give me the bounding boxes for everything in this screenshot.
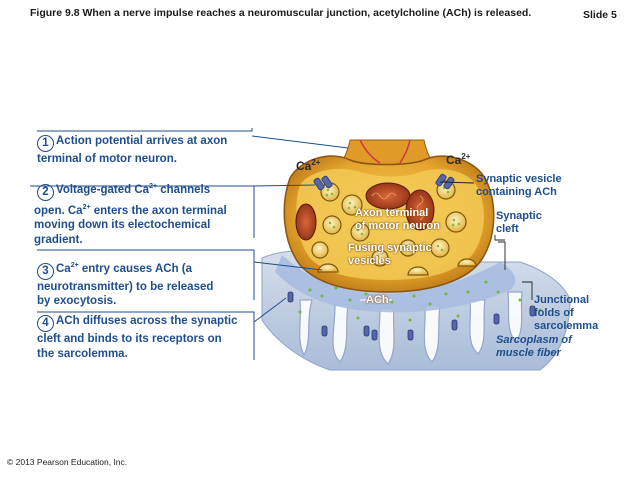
label-axon-terminal-1: Axon terminal	[355, 207, 429, 219]
ca-left-text: Ca	[296, 159, 312, 173]
step-2-sup-2: 2+	[82, 203, 91, 211]
step-3-pre: Ca	[56, 262, 71, 275]
calcium-channels	[313, 173, 455, 191]
step-2-line-3: moving down its electochemical	[34, 219, 211, 232]
step-number-1: 1	[37, 135, 54, 152]
step-number-2: 2	[37, 183, 54, 201]
label-fusing-1: Fusing synaptic	[348, 242, 432, 254]
label-synaptic-vesicle-1: Synaptic vesicle	[476, 173, 562, 185]
step-2-line-2b: enters the axon terminal	[90, 204, 227, 217]
label-synaptic-cleft-2: cleft	[496, 223, 519, 235]
ach-receptors	[287, 291, 536, 341]
label-synaptic-cleft: Synaptic cleft	[496, 210, 542, 236]
step-2-pre: Voltage-gated Ca	[56, 183, 150, 196]
step-2-line-2a: open. Ca	[34, 204, 83, 217]
step-4-line-1: ACh diffuses across the synaptic	[56, 315, 238, 327]
label-junctional-2: folds of	[534, 307, 574, 319]
leader-lines	[30, 128, 349, 360]
synaptic-cleft-fluid	[275, 255, 516, 313]
label-fusing-2: vesicles	[348, 255, 391, 267]
step-1-line-1: Action potential arrives at axon	[56, 135, 228, 147]
step-3-line-3: by exocytosis.	[37, 295, 117, 308]
step-1-line-2: terminal of motor neuron.	[37, 153, 177, 165]
label-junctional-folds: Junctional folds of sarcolemma	[534, 294, 598, 333]
step-2-post: channels	[157, 183, 211, 196]
label-axon-terminal: Axon terminal of motor neuron	[355, 207, 440, 233]
step-2-line-4: gradient.	[34, 233, 83, 246]
synaptic-vesicles	[311, 180, 467, 267]
step-4-line-3: the sarcolemma.	[37, 347, 128, 360]
step-3-post: entry causes ACh (a	[78, 262, 193, 275]
ca-label-left: Ca2+	[296, 158, 320, 173]
label-axon-terminal-2: of motor neuron	[355, 220, 440, 232]
impulse-arrows	[359, 139, 411, 164]
slide-label: Slide 5	[583, 9, 617, 21]
fusing-vesicles	[317, 258, 477, 276]
step-number-4: 4	[37, 315, 54, 332]
mitochondrion	[405, 189, 435, 231]
step-2-sup: 2+	[149, 183, 158, 190]
label-synaptic-vesicle-2: containing ACh	[476, 186, 557, 198]
released-ach	[298, 280, 542, 322]
ca-label-right: Ca2+	[446, 152, 470, 167]
junctional-folds	[299, 291, 523, 365]
label-sarcoplasm: Sarcoplasm of muscle fiber	[496, 334, 572, 360]
mitochondrion	[295, 203, 317, 241]
label-junctional-3: sarcolemma	[534, 320, 599, 332]
ca-left-sup: 2+	[311, 158, 321, 167]
step-3-line-2: neurotransmitter) to be released	[37, 280, 214, 293]
label-synaptic-vesicle: Synaptic vesicle containing ACh	[476, 173, 562, 199]
label-fusing-vesicles: Fusing synaptic vesicles	[348, 242, 432, 268]
label-sarcoplasm-1: Sarcoplasm of	[496, 334, 572, 346]
step-4-line-2: cleft and binds to its receptors on	[37, 333, 222, 345]
copyright: © 2013 Pearson Education, Inc.	[7, 457, 128, 467]
ca-right-text: Ca	[446, 153, 462, 167]
label-synaptic-cleft-1: Synaptic	[496, 210, 542, 222]
ach-molecules	[325, 186, 461, 262]
ca-right-sup: 2+	[461, 152, 471, 161]
label-sarcoplasm-2: muscle fiber	[496, 347, 561, 359]
label-junctional-1: Junctional	[534, 294, 590, 306]
label-ach: ACh	[366, 294, 389, 306]
figure-title: Figure 9.8 When a nerve impulse reaches …	[30, 7, 532, 19]
step-3-sup: 2+	[70, 262, 79, 269]
step-number-3: 3	[37, 262, 54, 280]
